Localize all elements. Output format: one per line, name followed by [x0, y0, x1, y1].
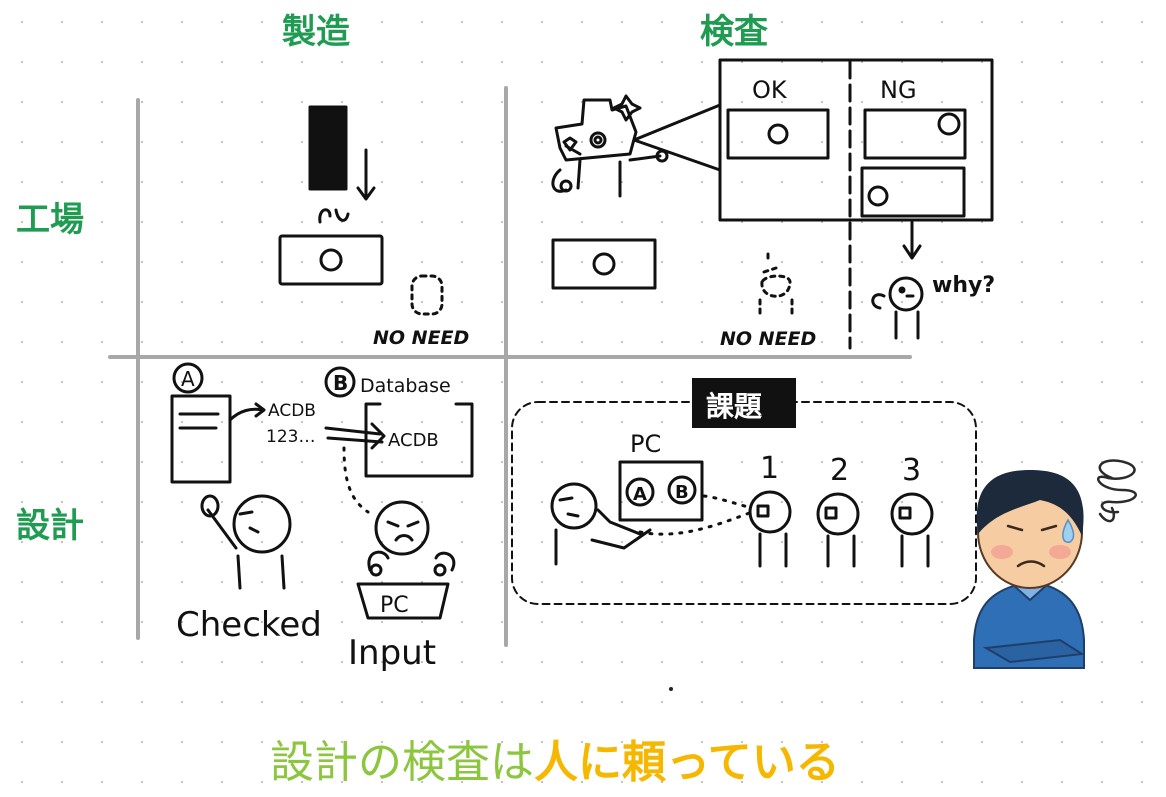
sparkle-icon: [612, 94, 642, 122]
issue-tag-label: 課題: [706, 390, 763, 423]
chip-b-label: B: [675, 482, 689, 503]
hair: [976, 470, 1084, 536]
ok-part: [726, 108, 830, 160]
database-box: [364, 402, 474, 478]
subtitle-part-2: 人に頼っている: [534, 737, 840, 788]
camera-arm: [551, 154, 662, 198]
pc-label: PC: [630, 430, 661, 458]
database-label: Database: [360, 375, 451, 397]
sweat-drop-icon: [1062, 518, 1075, 543]
badge-b: [324, 366, 356, 398]
camera-icon: [554, 98, 638, 162]
database-content: ACDB: [388, 430, 439, 451]
factory-inspection: [551, 58, 994, 350]
worry-scribble-icon: [1096, 459, 1137, 523]
ghost-inspector: [758, 252, 794, 318]
badge-a-label: A: [181, 367, 195, 391]
person-1-number: 1: [760, 451, 779, 486]
ok-label: OK: [752, 76, 788, 104]
pc-screen: [618, 460, 704, 522]
stray-dot: [669, 687, 673, 691]
issue-frame: [511, 401, 977, 605]
press-machine: [308, 105, 348, 191]
checker-head: [232, 494, 292, 554]
person-3-number: 3: [902, 453, 921, 488]
product-part: [278, 234, 384, 286]
subtitle-part-1: 設計の検査は: [270, 737, 534, 788]
blush-right: [1049, 545, 1071, 559]
person-2-number: 2: [830, 453, 849, 488]
checked-label: Checked: [176, 605, 322, 645]
ng-part-1: [863, 108, 967, 160]
no-need-label: NO NEED: [373, 327, 469, 349]
data-line-2: 123…: [266, 427, 315, 447]
ghost-inspector: [410, 274, 444, 316]
person-3-head: [890, 492, 934, 536]
quadrant-grid: [108, 86, 912, 647]
crossed-arms: [982, 638, 1085, 664]
operator-head: [550, 482, 598, 530]
factory-manufacturing: [278, 105, 444, 316]
no-need-label: NO NEED: [720, 328, 816, 350]
input-label: Input: [348, 633, 436, 673]
design-inspection: [511, 401, 977, 605]
dotted-flow-line: [638, 510, 754, 536]
worried-man-illustration: [973, 459, 1137, 669]
ng-label: NG: [880, 76, 917, 104]
dotted-flow-line: [342, 446, 370, 514]
person-2-head: [816, 492, 860, 536]
column-header-manufacturing: 製造: [282, 12, 350, 52]
pc-label: PC: [380, 593, 409, 618]
inspected-part: [551, 238, 657, 290]
badge-a: [172, 362, 204, 394]
subtitle: 設計の検査は人に頼っている: [270, 726, 840, 790]
document-a: [170, 394, 232, 484]
pc-monitor: [356, 582, 450, 620]
person-1-head: [748, 490, 792, 534]
chip-a-label: A: [633, 484, 647, 505]
rotation-arrows-icon: [318, 208, 350, 224]
design-manufacturing: [170, 362, 474, 620]
confused-worker-head: [888, 276, 924, 312]
column-header-inspection: 検査: [700, 12, 768, 52]
row-header-design: 設計: [16, 506, 84, 546]
row-header-factory: 工場: [16, 200, 84, 240]
blush-left: [991, 545, 1013, 559]
zoom-panel: [718, 58, 994, 222]
why-label: why?: [932, 273, 995, 298]
angry-worker-head: [374, 500, 430, 556]
issue-tag: [692, 378, 796, 428]
badge-b-label: B: [333, 371, 348, 395]
data-line-1: ACDB: [268, 401, 316, 421]
ng-part-2: [860, 166, 966, 218]
